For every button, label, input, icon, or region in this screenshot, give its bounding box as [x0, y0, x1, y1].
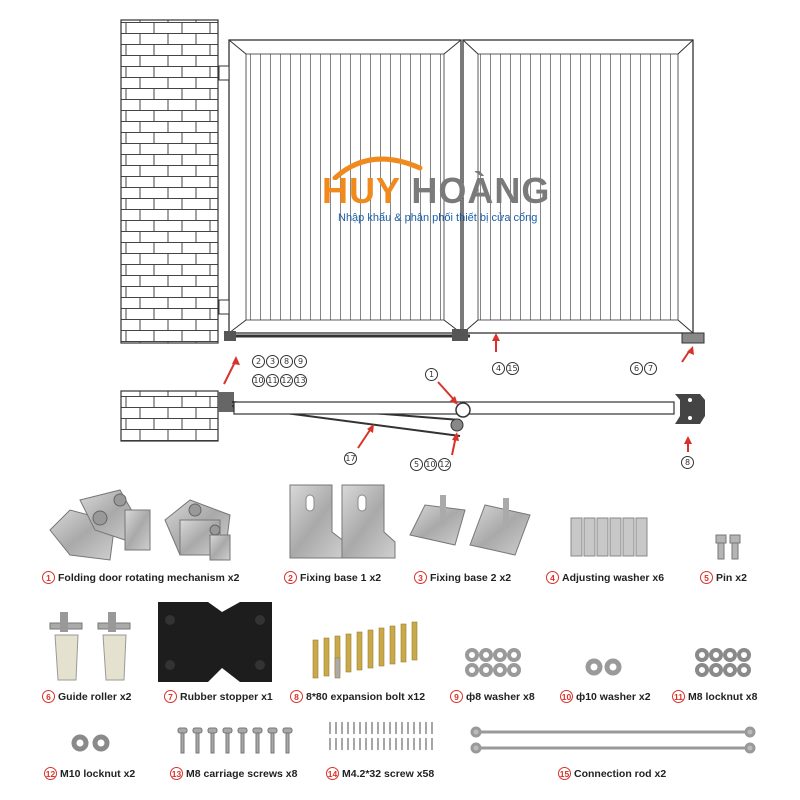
part-10-image — [585, 658, 622, 676]
part-3-image — [409, 495, 531, 556]
brick-wall — [120, 19, 219, 344]
part-13-image — [177, 727, 293, 754]
part-8-image — [312, 621, 418, 679]
gate-leaf-right — [462, 39, 694, 334]
part-14-image — [329, 722, 433, 750]
brick-wall-plan — [120, 390, 219, 442]
gate-diagram — [120, 19, 705, 456]
part-1-image — [49, 489, 231, 561]
part-5-image — [715, 534, 741, 560]
part-6-image — [49, 612, 131, 681]
part-2-image — [289, 484, 396, 559]
part-9-image — [465, 648, 521, 677]
part-12-image — [71, 734, 110, 752]
part-15-image — [470, 726, 756, 754]
gate-leaf-left — [228, 39, 462, 334]
part-11-image — [695, 648, 751, 677]
callout-top-8: 8 — [681, 456, 694, 469]
brand-name-part1: HUY — [322, 170, 401, 211]
brand-name-part2: HOÀNG — [411, 170, 551, 211]
parts-illustrations — [49, 484, 756, 754]
part-4-image — [570, 517, 648, 557]
part-7-image — [158, 602, 272, 682]
brand-tagline: Nhập khẩu & phân phối thiết bị cửa cổng — [338, 212, 538, 224]
logo-swoosh-icon — [332, 156, 423, 180]
callout-top-1: 1 — [425, 368, 438, 381]
callout-top-17: 17 — [344, 452, 357, 465]
brand-name: HUY HOÀNG — [322, 170, 550, 212]
